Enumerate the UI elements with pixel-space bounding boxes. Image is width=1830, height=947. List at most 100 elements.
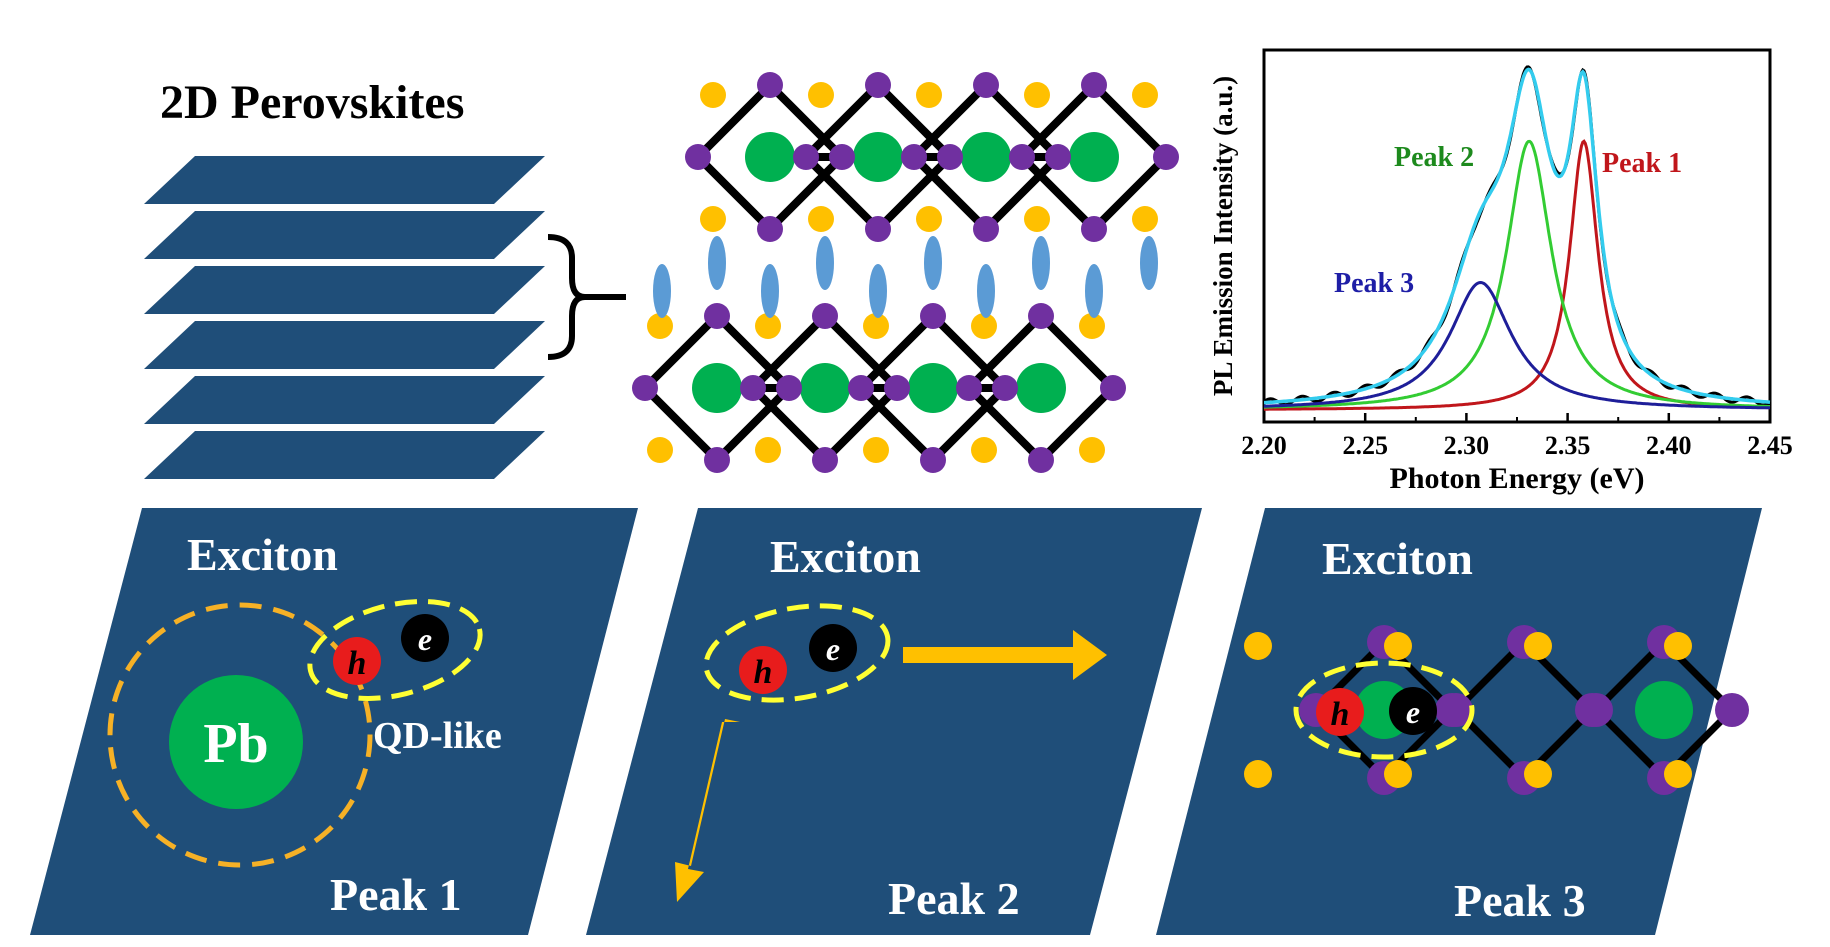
panel-2-electron-label: e xyxy=(826,631,840,667)
a-site-cation xyxy=(971,437,997,463)
figure-title: 2D Perovskites xyxy=(160,76,464,129)
panel-2-background xyxy=(586,508,1202,935)
a-site-cation xyxy=(971,313,997,339)
organic-spacer-ligand xyxy=(816,236,834,290)
peak-3-fit-curve xyxy=(1264,280,1770,410)
interlayer-bracket xyxy=(547,234,586,360)
halide-atom xyxy=(920,303,946,329)
x-tick-label: 2.45 xyxy=(1747,431,1793,460)
a-site-cation xyxy=(647,313,673,339)
halide-atom xyxy=(1028,303,1054,329)
a-site-cation xyxy=(1524,632,1552,660)
panel-1-peak-label: Peak 1 xyxy=(330,869,462,920)
halide-atom xyxy=(920,447,946,473)
b-site-atom xyxy=(961,132,1011,182)
qd-confinement-ring xyxy=(107,602,373,868)
halide-atom xyxy=(1153,144,1179,170)
perovskite-layer xyxy=(144,321,545,369)
b-site-atom xyxy=(800,363,850,413)
halide-atom xyxy=(884,375,910,401)
panel-peak-3: Exciton Peak 3 h e xyxy=(1156,508,1762,935)
pb-atom-label: Pb xyxy=(203,713,268,775)
x-axis-label: Photon Energy (eV) xyxy=(1390,462,1645,495)
panel-3-peak-label: Peak 3 xyxy=(1454,875,1586,926)
a-site-cation xyxy=(863,437,889,463)
a-site-cation xyxy=(1244,632,1272,660)
panel-3-exciton-ring xyxy=(1293,660,1475,760)
halide-atom xyxy=(740,375,766,401)
peak-3-annotation: Peak 3 xyxy=(1334,268,1414,299)
panel-2-exciton-label: Exciton xyxy=(770,531,921,582)
organic-spacer-ligand xyxy=(924,236,942,290)
panel-peak-1: Exciton Peak 1 Pb h e QD-like xyxy=(30,508,638,935)
a-site-cation xyxy=(808,206,834,232)
b-site-atom xyxy=(745,132,795,182)
perovskite-layer xyxy=(144,156,545,204)
peak-2-fit-curve xyxy=(1264,139,1770,409)
halide-atom xyxy=(704,303,730,329)
a-site-cation xyxy=(1132,82,1158,108)
a-site-cation xyxy=(755,313,781,339)
in-plane-arrow xyxy=(903,630,1107,680)
b-site-atom xyxy=(1016,363,1066,413)
halide-atom xyxy=(829,144,855,170)
a-site-cation xyxy=(755,437,781,463)
crystal-structure xyxy=(632,72,1179,473)
halide-atom xyxy=(704,447,730,473)
a-site-cation xyxy=(1024,206,1050,232)
b-site-atom xyxy=(908,363,958,413)
halide-atom xyxy=(973,216,999,242)
b-site-atom xyxy=(692,363,742,413)
b-site-atom xyxy=(853,132,903,182)
halide-atom xyxy=(848,375,874,401)
halide-atom xyxy=(1081,72,1107,98)
organic-spacer-ligand xyxy=(1140,236,1158,290)
panel-3-hole xyxy=(1316,688,1364,736)
panel-1-hole-label: h xyxy=(348,645,367,682)
a-site-cation xyxy=(700,206,726,232)
a-site-cation xyxy=(916,82,942,108)
panel-3-electron-label: e xyxy=(1406,694,1420,730)
organic-spacer-ligand xyxy=(708,236,726,290)
halide-atom xyxy=(1045,144,1071,170)
panel-1-exciton-label: Exciton xyxy=(187,529,338,580)
x-tick-label: 2.35 xyxy=(1545,431,1591,460)
perovskite-layer xyxy=(144,211,545,259)
organic-spacer-ligand xyxy=(869,264,887,318)
panel-1-electron-label: e xyxy=(418,621,432,657)
panel-3-exciton-label: Exciton xyxy=(1322,533,1473,584)
layer-stack xyxy=(144,156,545,479)
panel-2-peak-label: Peak 2 xyxy=(888,873,1020,924)
a-site-cation xyxy=(1024,82,1050,108)
halide-atom xyxy=(1100,375,1126,401)
panel-3-electron xyxy=(1389,687,1437,735)
halide-atom xyxy=(865,72,891,98)
panel-1-electron xyxy=(401,614,449,662)
halide-atom xyxy=(1579,693,1613,727)
halide-atom xyxy=(757,72,783,98)
a-site-cation xyxy=(863,313,889,339)
halide-atom xyxy=(812,447,838,473)
halide-atom xyxy=(812,303,838,329)
qd-like-label: QD-like xyxy=(373,715,502,757)
x-tick-label: 2.25 xyxy=(1342,431,1388,460)
peak-2-annotation: Peak 2 xyxy=(1394,142,1474,173)
b-site-atom xyxy=(1069,132,1119,182)
a-site-cation xyxy=(1384,760,1412,788)
b-site-atom xyxy=(1635,681,1693,739)
halide-atom xyxy=(757,216,783,242)
panel-3-hole-label: h xyxy=(1331,696,1350,733)
halide-atom xyxy=(1081,216,1107,242)
x-tick-label: 2.40 xyxy=(1646,431,1692,460)
halide-atom xyxy=(992,375,1018,401)
panel-1-background xyxy=(30,508,638,935)
panel-2-electron xyxy=(809,624,857,672)
a-site-cation xyxy=(916,206,942,232)
a-site-cation xyxy=(808,82,834,108)
halide-atom xyxy=(1439,693,1473,727)
a-site-cation xyxy=(1132,206,1158,232)
x-tick-label: 2.20 xyxy=(1241,431,1287,460)
halide-atom xyxy=(776,375,802,401)
halide-atom xyxy=(793,144,819,170)
